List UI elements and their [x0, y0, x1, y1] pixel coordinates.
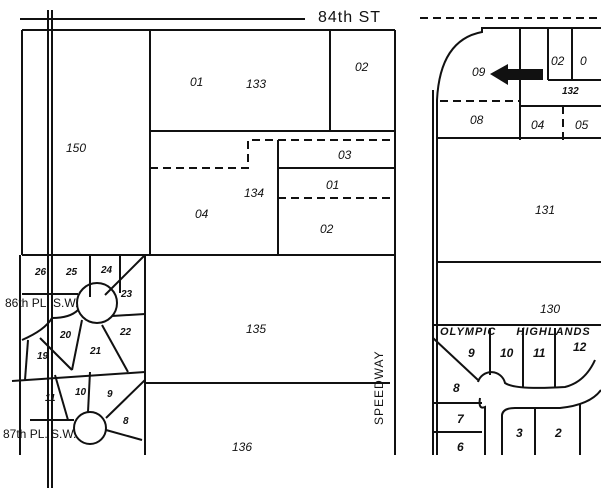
parcel-135: 135	[246, 322, 267, 336]
lot-east-2: 2	[555, 426, 562, 440]
lot-east-8: 8	[453, 381, 460, 395]
lot-22: 22	[120, 327, 132, 338]
lot-23: 23	[121, 289, 133, 300]
parcel-134-04: 04	[195, 207, 209, 221]
parcel-132-05: 05	[575, 118, 589, 132]
lot-east-11: 11	[533, 346, 546, 360]
parcel-133-02: 02	[355, 60, 369, 74]
lot-east-3: 3	[516, 426, 523, 440]
parcel-132-09: 09	[472, 65, 486, 79]
subdivision-label: OLYMPIC HIGHLANDS	[440, 326, 591, 338]
parcel-136: 136	[232, 440, 253, 454]
lot-east-6: 6	[457, 440, 464, 454]
lot-19: 19	[37, 351, 49, 362]
lot-21: 21	[90, 346, 102, 357]
parcel-132-04: 04	[531, 118, 545, 132]
lot-east-7: 7	[457, 412, 464, 426]
lot-25: 25	[66, 267, 78, 278]
lot-26: 26	[35, 267, 47, 278]
street-label-84th: 84th ST	[318, 9, 382, 26]
lot-east-10: 10	[500, 346, 514, 360]
parcel-131: 131	[535, 203, 556, 217]
parcel-132-0: 0	[580, 54, 587, 68]
parcel-134-03: 03	[338, 148, 352, 162]
parcel-150: 150	[66, 141, 87, 155]
lot-24: 24	[101, 265, 113, 276]
lot-9: 9	[107, 389, 113, 400]
parcel-132-02: 02	[551, 54, 565, 68]
lot-8: 8	[123, 416, 129, 427]
lot-east-9: 9	[468, 346, 475, 360]
parcel-130: 130	[540, 302, 561, 316]
lot-11: 11	[45, 393, 56, 404]
lot-20: 20	[60, 330, 72, 341]
parcel-132: 132	[562, 86, 579, 97]
parcel-134-02: 02	[320, 222, 334, 236]
parcel-134: 134	[244, 186, 265, 200]
lot-10: 10	[75, 387, 87, 398]
parcel-133-01: 01	[190, 75, 204, 89]
lot-east-12: 12	[573, 340, 587, 354]
parcel-134-01: 01	[326, 178, 340, 192]
parcel-132-08: 08	[470, 113, 484, 127]
parcel-133: 133	[246, 77, 267, 91]
street-label-86th-pl: 86th PL. S.W.	[5, 296, 79, 310]
street-label-87th-pl: 87th PL. S.W.	[3, 427, 77, 441]
